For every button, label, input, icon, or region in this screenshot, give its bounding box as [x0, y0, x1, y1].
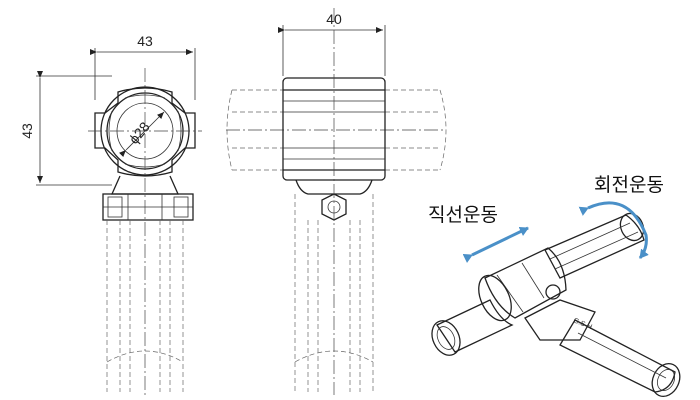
diameter-label: ϕ28: [126, 119, 153, 147]
front-width-dimension: 43: [90, 33, 196, 100]
front-height-label: 43: [19, 123, 35, 139]
front-view: 43 43 ϕ28: [19, 33, 202, 395]
joint-3d: G.S-H: [524, 284, 596, 341]
joint-front: [102, 175, 194, 221]
isometric-view: G.S-H 직선운동 회전운동: [428, 174, 681, 398]
joint-side: [295, 8, 373, 395]
pipe-3d-lower: [559, 319, 681, 398]
pipe-front: [106, 220, 184, 392]
pipe-3d-upper: [544, 212, 645, 279]
rotation-motion-arrow: [578, 201, 649, 259]
collar-front: ϕ28: [88, 68, 202, 395]
rotation-motion-label: 회전운동: [594, 174, 664, 196]
pipe-side-horizontal: [226, 89, 447, 171]
collar-3d: [478, 247, 567, 322]
side-view: 40: [226, 8, 447, 395]
pipe-side-vertical: [294, 194, 374, 392]
linear-motion-arrow: [462, 226, 529, 263]
linear-motion-label: 직선운동: [428, 204, 498, 226]
front-width-label: 43: [137, 33, 153, 49]
front-height-dimension: 43: [19, 71, 112, 186]
pipe-3d-main: [431, 299, 514, 356]
